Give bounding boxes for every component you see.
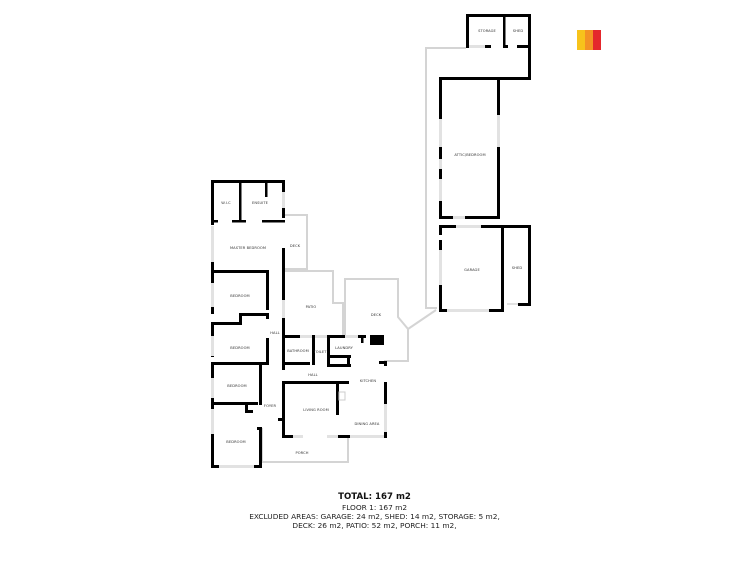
room-label-toilet: TOILET	[313, 350, 327, 354]
summary-excluded-line-2: DECK: 26 m2, PATIO: 52 m2, PORCH: 11 m2,	[292, 521, 457, 530]
room-label-shed-right: SHED	[511, 266, 523, 270]
room-label-bedroom-2: BEDROOM	[230, 346, 250, 350]
room-label-patio: PATIO	[305, 305, 317, 309]
room-label-hall-2: HALL	[308, 373, 318, 377]
outdoor-outlines	[261, 47, 466, 463]
room-label-bedroom-3: BEDROOM	[227, 384, 247, 388]
room-label-living-room: LIVING ROOM	[303, 408, 329, 412]
room-label-kitchen: KITCHEN	[359, 379, 377, 383]
room-label-laundry: LAUNDRY	[335, 346, 353, 350]
room-label-garage: GARAGE	[464, 268, 480, 272]
room-label-porch: PORCH	[295, 451, 309, 455]
room-label-bedroom-1: BEDROOM	[230, 294, 250, 298]
room-label-deck-left: DECK	[289, 244, 301, 248]
room-label-bedroom-4: BEDROOM	[226, 440, 246, 444]
summary-total: TOTAL: 167 m2	[338, 492, 411, 502]
room-label-hall-1: HALL	[270, 331, 280, 335]
summary-excluded-line-1: EXCLUDED AREAS: GARAGE: 24 m2, SHED: 14 …	[249, 512, 500, 521]
room-label-ensuite: ENSUITE	[251, 201, 269, 205]
logo-stripe-red	[593, 30, 601, 50]
room-label-wic: W.I.C	[221, 201, 231, 205]
room-label-shed-top: SHED	[512, 29, 524, 33]
room-label-foyer: FOYER	[263, 404, 277, 408]
summary-floor-1: FLOOR 1: 167 m2	[341, 503, 408, 512]
room-label-deck-main: DECK	[370, 313, 382, 317]
room-label-storage: STORAGE	[478, 29, 496, 33]
logo-stripe-orange	[585, 30, 593, 50]
room-label-attic-bedroom: ATTIC/BEDROOM	[454, 153, 486, 157]
room-label-dining-area: DINING AREA	[354, 422, 380, 426]
room-label-master-bedroom: MASTER BEDROOM	[229, 246, 267, 250]
logo-stripe-yellow	[577, 30, 585, 50]
room-label-bathroom: BATHROOM	[287, 349, 309, 353]
windows	[211, 192, 387, 468]
garage-block-walls	[439, 14, 531, 312]
brand-logo	[577, 30, 601, 50]
